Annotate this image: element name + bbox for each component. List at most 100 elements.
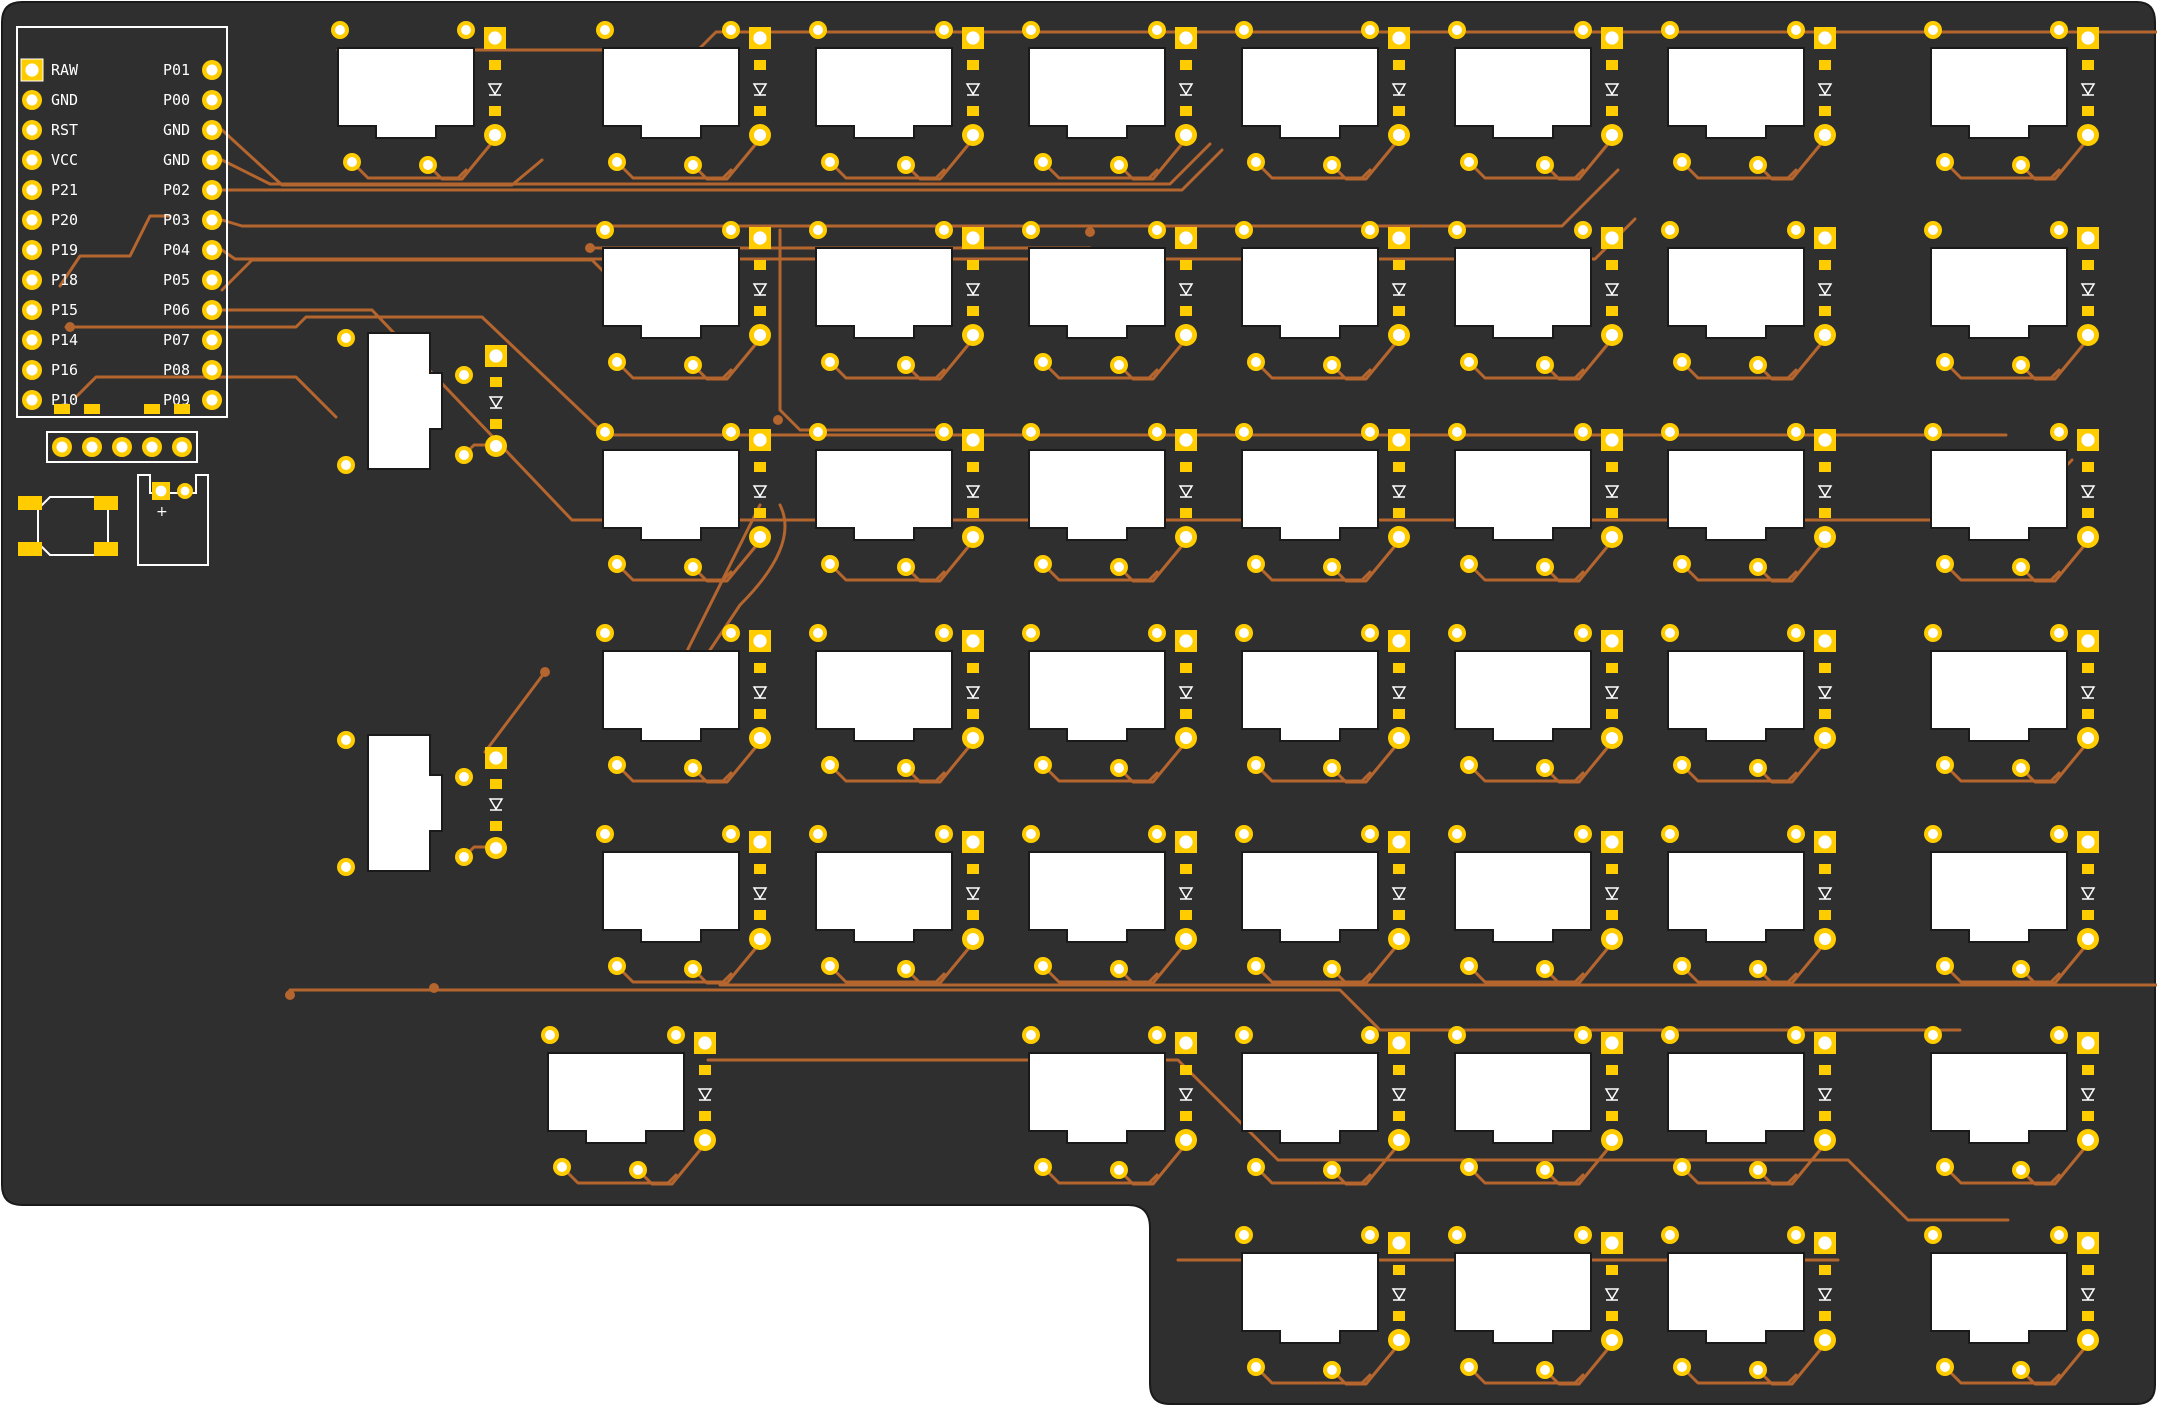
switch-pin-bottom-left-drill xyxy=(612,357,622,367)
diode-round-pad-drill xyxy=(1605,1333,1619,1347)
diode-smd-pad-top xyxy=(1180,260,1192,270)
diode-symbol xyxy=(1604,1288,1620,1301)
switch-pin-top-left-drill xyxy=(1239,225,1249,235)
diode-round-pad-drill xyxy=(1818,932,1832,946)
key-switch xyxy=(1022,21,1197,174)
switch-cutout xyxy=(1667,47,1805,139)
diode-square-pad-drill xyxy=(1818,835,1832,849)
diode-smd-pad-top xyxy=(1819,864,1831,874)
diode-round-pad-drill xyxy=(966,731,980,745)
switch-diode-trace xyxy=(1117,337,1188,381)
diode-smd-pad-top xyxy=(1393,260,1405,270)
switch-diode-trace xyxy=(1543,1142,1614,1186)
diode-symbol xyxy=(965,686,981,699)
switch-pin-top-left-drill xyxy=(1452,1030,1462,1040)
diode-symbol xyxy=(1178,686,1194,699)
diode-smd-pad-bottom xyxy=(1393,106,1405,116)
diode-round-pad-drill xyxy=(1605,731,1619,745)
diode-smd-pad-bottom xyxy=(1606,1111,1618,1121)
diode-smd-pad-bottom xyxy=(490,821,502,831)
via xyxy=(1085,227,1095,237)
diode-round-pad-drill xyxy=(753,932,767,946)
diode-smd-pad-top xyxy=(967,60,979,70)
switch-pin-bottom-left-drill xyxy=(1464,1362,1474,1372)
switch-pin-bottom-left-drill xyxy=(1677,760,1687,770)
diode-symbol xyxy=(965,83,981,96)
via xyxy=(773,415,783,425)
diode-round-pad-drill xyxy=(2081,1133,2095,1147)
switch-pin-top-right-drill xyxy=(1578,1030,1588,1040)
controller-pin-label: GND xyxy=(163,151,190,169)
switch-pin-bottom-right-drill xyxy=(901,763,911,773)
rotary-encoder xyxy=(337,731,507,876)
switch-pin-bottom-right-drill xyxy=(2016,763,2026,773)
diode-smd-pad-bottom xyxy=(1180,1111,1192,1121)
switch-local-trace xyxy=(615,562,733,582)
key-switch xyxy=(1022,624,1197,777)
diode-smd-pad-top xyxy=(754,462,766,472)
switch-pin-top-left-drill xyxy=(1928,25,1938,35)
switch-local-trace xyxy=(828,562,946,582)
bus-trace xyxy=(483,670,547,754)
switch-local-trace xyxy=(560,1165,678,1185)
smd-pad xyxy=(54,404,70,414)
controller-pin-label: P15 xyxy=(51,301,78,319)
switch-local-trace xyxy=(615,360,733,380)
diode-square-pad-drill xyxy=(1605,835,1619,849)
switch-cutout xyxy=(1241,650,1379,742)
diode-square-pad-drill xyxy=(966,835,980,849)
switch-cutout xyxy=(1454,449,1592,541)
switch-cutout xyxy=(815,650,953,742)
switch-diode-trace xyxy=(2019,1342,2090,1386)
switch-pin-bottom-left-drill xyxy=(1038,961,1048,971)
key-switch xyxy=(809,624,984,777)
diode-symbol xyxy=(2080,83,2096,96)
diode-round-pad-drill xyxy=(1605,530,1619,544)
switch-pin-bottom-left-drill xyxy=(1464,760,1474,770)
switch-diode-trace xyxy=(904,539,975,583)
switch-pin-top-left-drill xyxy=(1239,427,1249,437)
diode-smd-pad-top xyxy=(1393,1265,1405,1275)
switch-pin-top-left-drill xyxy=(600,628,610,638)
switch-pin-top-right-drill xyxy=(1365,829,1375,839)
diode-square-pad-drill xyxy=(966,433,980,447)
switch-pin-top-left-drill xyxy=(1452,1230,1462,1240)
controller-pin-label: P18 xyxy=(51,271,78,289)
switch-pin-bottom-right-drill xyxy=(1540,763,1550,773)
switch-diode-trace xyxy=(1330,941,1401,985)
switch-pin-bottom-left-drill xyxy=(1251,1162,1261,1172)
diode-square-pad-drill xyxy=(1605,433,1619,447)
controller-pin-label: P03 xyxy=(163,211,190,229)
diode-symbol xyxy=(1391,283,1407,296)
controller-pin-label: P01 xyxy=(163,61,190,79)
controller-pin-drill xyxy=(26,394,38,406)
diode-smd-pad-top xyxy=(967,462,979,472)
switch-pin-bottom-left-drill xyxy=(1038,357,1048,367)
encoder-pin-top-drill xyxy=(341,735,351,745)
switch-pin-bottom-left-drill xyxy=(1251,157,1261,167)
switch-pin-top-right-drill xyxy=(461,25,471,35)
diode-smd-pad-top xyxy=(2082,462,2094,472)
diode-smd-pad-bottom xyxy=(1606,106,1618,116)
controller-pin-drill xyxy=(26,94,38,106)
key-switch xyxy=(809,825,984,978)
diode-symbol xyxy=(1391,887,1407,900)
diode-smd-pad-top xyxy=(2082,864,2094,874)
switch-pin-bottom-right-drill xyxy=(1753,360,1763,370)
switch-diode-trace xyxy=(904,740,975,784)
switch-pin-top-left-drill xyxy=(600,25,610,35)
switch-cutout xyxy=(1930,851,2068,943)
switch-cutout xyxy=(1028,1052,1166,1144)
switch-diode-trace xyxy=(636,1142,707,1186)
controller-pin-drill xyxy=(26,274,38,286)
switch-pin-top-right-drill xyxy=(1152,427,1162,437)
diode-round-pad-drill xyxy=(1818,1333,1832,1347)
switch-pin-bottom-left-drill xyxy=(1251,357,1261,367)
key-switch xyxy=(1661,1226,1836,1379)
switch-pin-bottom-right-drill xyxy=(1114,160,1124,170)
diode-smd-pad-bottom xyxy=(1393,910,1405,920)
controller-pin-drill xyxy=(26,154,38,166)
switch-local-trace xyxy=(828,763,946,783)
switch-pin-bottom-right-drill xyxy=(2016,1365,2026,1375)
key-switch xyxy=(1235,423,1410,576)
